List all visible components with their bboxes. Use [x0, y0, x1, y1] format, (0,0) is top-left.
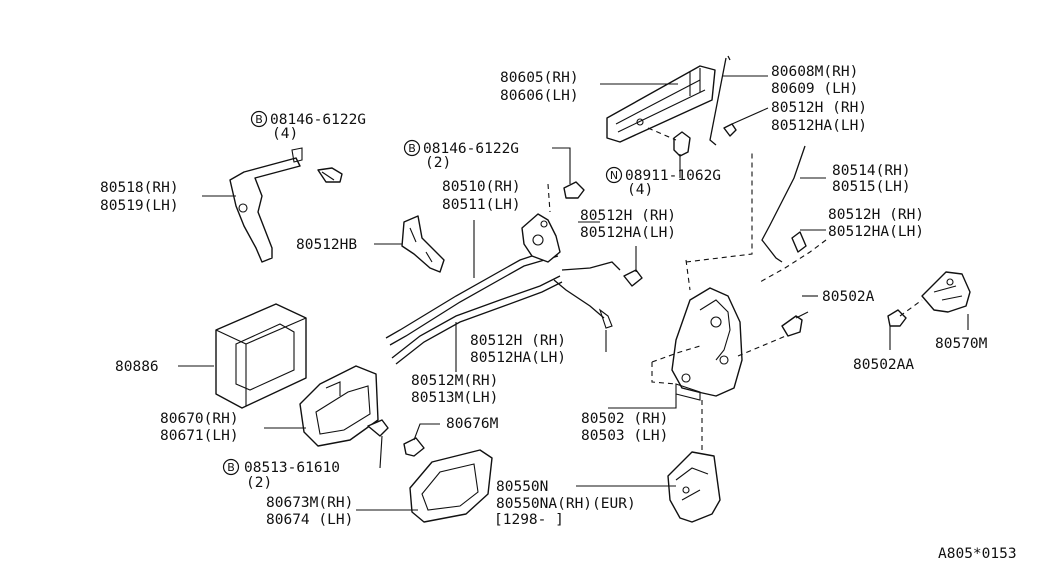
handle-clip-part[interactable] — [403, 437, 425, 457]
lock-bolt-part[interactable] — [781, 311, 809, 337]
label-80609[interactable]: 80609 (LH) — [771, 81, 858, 97]
clip-top-part[interactable] — [723, 123, 737, 137]
label-80550-date: [1298- ] — [494, 512, 564, 528]
label-nut-08911[interactable]: 08911-1062G — [625, 168, 721, 184]
label-80570m[interactable]: 80570M — [935, 336, 988, 352]
label-80512hb[interactable]: 80512HB — [296, 237, 357, 253]
diagram-code: A805*0153 — [938, 546, 1017, 562]
clip-mid-part[interactable] — [623, 269, 643, 287]
label-screw-qty: (2) — [246, 475, 272, 491]
clip-right-part[interactable] — [791, 231, 807, 253]
label-bolt-qty-a: (4) — [272, 126, 298, 142]
label-80518[interactable]: 80518(RH) — [100, 180, 179, 196]
striker-part[interactable] — [921, 271, 971, 313]
outside-handle-part[interactable] — [606, 65, 716, 143]
label-bolt-08146-b[interactable]: 08146-6122G — [423, 141, 519, 157]
label-80511[interactable]: 80511(LH) — [442, 197, 521, 213]
label-80550na[interactable]: 80550NA(RH)(EUR) — [496, 496, 636, 512]
lock-rod-upper[interactable] — [385, 247, 557, 339]
label-80606[interactable]: 80606(LH) — [500, 88, 579, 104]
label-80503[interactable]: 80503 (LH) — [581, 428, 668, 444]
label-80512h-low[interactable]: 80512H (RH) — [470, 333, 566, 349]
holder-bolt-part[interactable] — [563, 181, 585, 199]
handle-nut-part[interactable] — [673, 131, 691, 157]
lock-cover-part[interactable] — [667, 451, 721, 523]
label-80519[interactable]: 80519(LH) — [100, 198, 179, 214]
label-80512ha-mid[interactable]: 80512HA(LH) — [580, 225, 676, 241]
bolt-marker-icon: B — [222, 458, 240, 476]
label-80510[interactable]: 80510(RH) — [442, 179, 521, 195]
label-80514[interactable]: 80514(RH) — [832, 163, 911, 179]
label-80676m[interactable]: 80676M — [446, 416, 499, 432]
label-80512h-right[interactable]: 80512H (RH) — [828, 207, 924, 223]
rod-holder-part[interactable] — [521, 213, 561, 263]
label-80605[interactable]: 80605(RH) — [500, 70, 579, 86]
bolt-marker-icon: B — [403, 139, 421, 157]
label-80671[interactable]: 80671(LH) — [160, 428, 239, 444]
label-80670[interactable]: 80670(RH) — [160, 411, 239, 427]
striker-bolt-part[interactable] — [887, 309, 907, 327]
label-80513m[interactable]: 80513M(LH) — [411, 390, 498, 406]
label-screw-08513[interactable]: 08513-61610 — [244, 460, 340, 476]
label-80502[interactable]: 80502 (RH) — [581, 411, 668, 427]
bracket-part[interactable] — [229, 147, 303, 263]
label-80512h-top[interactable]: 80512H (RH) — [771, 100, 867, 116]
label-80673m[interactable]: 80673M(RH) — [266, 495, 353, 511]
label-80608m[interactable]: 80608M(RH) — [771, 64, 858, 80]
nut-marker-icon: N — [605, 166, 623, 184]
lock-knob-rod[interactable] — [761, 145, 806, 263]
svg-text:B: B — [227, 461, 235, 474]
label-nut-qty: (4) — [627, 182, 653, 198]
inside-handle-part[interactable] — [299, 365, 379, 447]
label-80512ha-low[interactable]: 80512HA(LH) — [470, 350, 566, 366]
svg-text:B: B — [255, 113, 263, 126]
handle-screw-part[interactable] — [367, 419, 389, 437]
label-80512m[interactable]: 80512M(RH) — [411, 373, 498, 389]
clip-hb-part[interactable] — [401, 215, 445, 273]
svg-text:N: N — [610, 169, 618, 182]
label-80550n[interactable]: 80550N — [496, 479, 548, 495]
label-80512ha-top[interactable]: 80512HA(LH) — [771, 118, 867, 134]
label-80502aa[interactable]: 80502AA — [853, 357, 914, 373]
label-80886[interactable]: 80886 — [115, 359, 159, 375]
bolt-marker-icon: B — [250, 110, 268, 128]
label-bolt-08146-a[interactable]: 08146-6122G — [270, 112, 366, 128]
label-80502a[interactable]: 80502A — [822, 289, 875, 305]
svg-text:B: B — [408, 142, 416, 155]
bracket-bolt-part[interactable] — [317, 167, 343, 183]
inside-bezel-part[interactable] — [409, 449, 493, 523]
escutcheon-part[interactable] — [215, 303, 307, 409]
label-80515[interactable]: 80515(LH) — [832, 179, 911, 195]
outside-handle-rod[interactable] — [709, 55, 731, 146]
label-80674[interactable]: 80674 (LH) — [266, 512, 353, 528]
lock-rod-lower[interactable] — [391, 275, 561, 359]
label-80512h-mid[interactable]: 80512H (RH) — [580, 208, 676, 224]
door-lock-actuator-part[interactable] — [671, 287, 743, 401]
label-80512ha-right[interactable]: 80512HA(LH) — [828, 224, 924, 240]
label-bolt-qty-b: (2) — [425, 155, 451, 171]
